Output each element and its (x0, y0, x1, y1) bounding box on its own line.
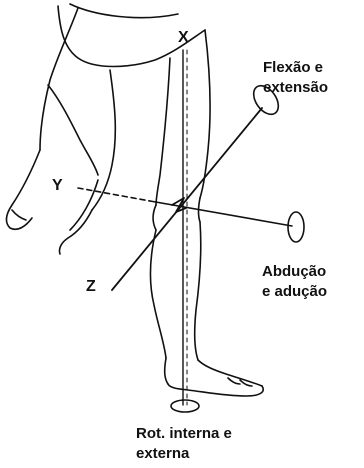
back-leg-outline (59, 70, 115, 254)
abduction-adduction-line1: Abdução (262, 262, 327, 282)
axis-y-label: Y (52, 176, 63, 196)
y-axis-dashed (78, 188, 150, 201)
flexion-extension-line2: extensão (263, 78, 328, 98)
rotation-line2: externa (136, 444, 232, 464)
rotation-line1: Rot. interna e (136, 424, 232, 444)
abduction-adduction-label: Abdução e adução (262, 262, 327, 302)
torso-outline (6, 4, 205, 229)
flexion-extension-label: Flexão e extensão (263, 58, 328, 98)
axis-z-label: Z (86, 277, 96, 297)
front-leg-outline (150, 30, 263, 396)
rotation-circle (171, 400, 199, 412)
abduction-adduction-line2: e adução (262, 282, 327, 302)
flexion-extension-line1: Flexão e (263, 58, 328, 78)
axis-x-label: X (178, 28, 189, 48)
y-axis-line (150, 201, 292, 226)
rotation-label: Rot. interna e externa (136, 424, 232, 464)
abduction-adduction-circle (288, 212, 304, 242)
